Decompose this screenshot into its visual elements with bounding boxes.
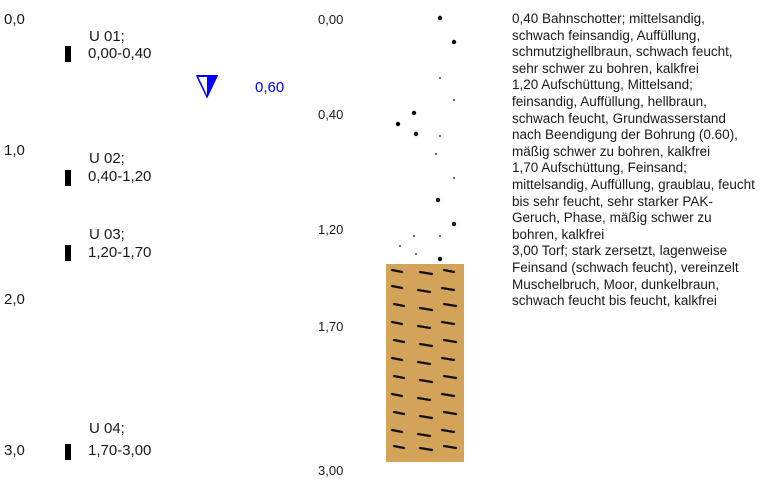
layer-description-2: 1,20 Aufschüttung, Mittelsand; feinsandi… [512, 77, 756, 160]
sample-range: 1,20-1,70 [88, 244, 152, 261]
description-line: mäßig schwer zu bohren, kalkfrei [512, 143, 711, 159]
groundwater-level-value: 0,60 [255, 79, 285, 96]
layer-description-1: 0,40 Bahnschotter; mittelsandig, schwach… [512, 11, 756, 77]
description-line: schwach feinsandig, Auffüllung, [512, 27, 701, 43]
depth-scale-label: 3,0 [4, 442, 25, 459]
description-line: Grundwasserstand nach [512, 110, 726, 143]
soil-profile-column [386, 15, 464, 462]
description-line: feucht bis sehr feucht, sehr [512, 176, 755, 209]
layer-depth-label: 1,70 [318, 319, 344, 334]
description-line: 1,20 Aufschüttung, Mittelsand; [512, 77, 693, 93]
sample-id: U 02; [89, 150, 125, 167]
layer-description-4: 3,00 Torf; stark zersetzt, lagenweise Fe… [512, 243, 756, 309]
sample-range: 0,00-0,40 [88, 45, 152, 62]
groundwater-triangle-icon [195, 75, 219, 98]
sample-id: U 01; [89, 28, 125, 45]
description-line: 3,00 Torf; stark zersetzt, [512, 243, 656, 259]
description-line: mäßig schwer zu bohren, kalkfrei [512, 210, 712, 242]
description-line: feucht), vereinzelt Muschelbruch, [512, 259, 739, 292]
description-line: 1,70 Aufschüttung, Feinsand; [512, 160, 687, 176]
description-line: feinsandig, Auffüllung, hellbraun, [512, 93, 707, 109]
sample-marker [65, 46, 71, 62]
description-line: schwach feucht, [512, 110, 609, 126]
fill-layer-dots [395, 15, 457, 262]
description-line: lagenweise Feinsand (schwach [512, 243, 728, 275]
layer-description-3: 1,70 Aufschüttung, Feinsand; mittelsandi… [512, 160, 756, 243]
layer-descriptions: 0,40 Bahnschotter; mittelsandig, schwach… [512, 11, 756, 310]
description-line: schmutzighellbraun, schwach [512, 44, 689, 60]
description-line: 0,40 Bahnschotter; mittelsandig, [512, 11, 705, 26]
description-line: mittelsandig, Auffüllung, graublau, [512, 176, 715, 192]
depth-scale-label: 2,0 [4, 291, 25, 308]
sample-range: 0,40-1,20 [88, 168, 152, 185]
layer-depth-label: 0,00 [318, 12, 344, 27]
description-line: Moor, dunkelbraun, schwach [512, 276, 720, 309]
layer-depth-label: 0,40 [318, 107, 344, 122]
peat-hatching [390, 268, 458, 452]
sample-marker [65, 444, 71, 460]
sample-marker [65, 245, 71, 261]
depth-scale-label: 0,0 [4, 11, 25, 28]
depth-scale-label: 1,0 [4, 142, 25, 159]
layer-depth-label: 3,00 [318, 463, 344, 478]
description-line: starker PAK-Geruch, Phase, [512, 193, 713, 226]
sample-id: U 03; [89, 226, 125, 243]
layer-depth-label: 1,20 [318, 222, 344, 237]
sample-id: U 04; [89, 420, 125, 437]
description-line: feucht bis feucht, kalkfrei [568, 293, 717, 309]
sample-marker [65, 170, 71, 186]
description-line: feucht, sehr schwer zu bohren, [512, 44, 733, 76]
sample-range: 1,70-3,00 [88, 442, 152, 459]
description-line: kalkfrei [656, 60, 699, 76]
description-line: Beendigung der Bohrung (0.60), [545, 127, 738, 143]
